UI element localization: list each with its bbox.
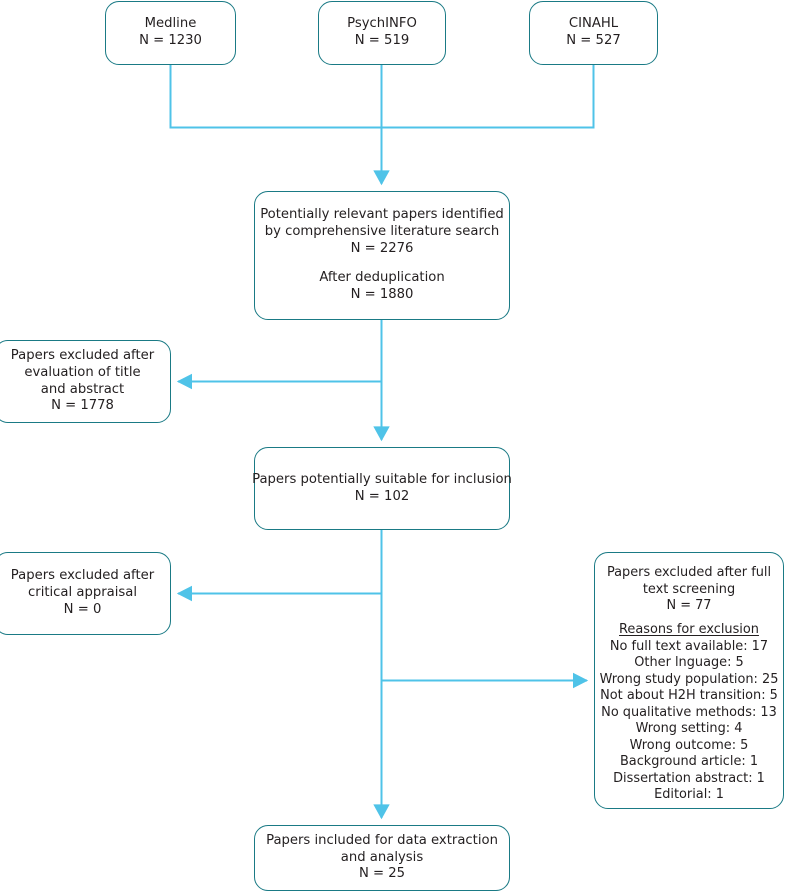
- node-excluded-title-abstract: Papers excluded after evaluation of titl…: [0, 340, 171, 423]
- node-included-papers-line2: and analysis: [340, 849, 424, 865]
- exclusion-reason-item: Background article: 1: [619, 754, 759, 770]
- node-identified-count-dedup: N = 1880: [350, 287, 414, 303]
- node-excluded-title-abstract-line1: Papers excluded after: [10, 347, 155, 363]
- connector-cinahl-to-junction: [381, 65, 595, 129]
- node-psychinfo-count: N = 519: [354, 33, 410, 48]
- node-excluded-critical-appraisal: Papers excluded after critical appraisal…: [0, 552, 171, 635]
- node-identified-papers: Potentially relevant papers identified b…: [254, 191, 510, 320]
- exclusion-reason-item: No qualitative methods: 13: [601, 704, 777, 720]
- node-excluded-full-text-reasons-heading: Reasons for exclusion: [619, 622, 759, 638]
- exclusion-reason-item: Not about H2H transition: 5: [600, 688, 778, 704]
- exclusion-reason-item: Editorial: 1: [654, 787, 724, 803]
- node-medline: Medline N = 1230: [105, 1, 236, 65]
- node-excluded-title-abstract-line2: evaluation of title: [24, 364, 141, 380]
- node-excluded-full-text-count: N = 77: [666, 598, 712, 614]
- exclusion-reason-item: Wrong study population: 25: [599, 671, 779, 687]
- node-excluded-full-text-line2: text screening: [642, 581, 736, 597]
- node-medline-title: Medline: [144, 16, 197, 32]
- node-included-papers: Papers included for data extraction and …: [254, 825, 510, 891]
- node-medline-count: N = 1230: [139, 33, 202, 48]
- node-cinahl: CINAHL N = 527: [529, 1, 658, 65]
- node-excluded-critical-appraisal-count: N = 0: [63, 601, 102, 617]
- node-excluded-critical-appraisal-line2: critical appraisal: [28, 585, 137, 601]
- exclusion-reason-item: No full text available: 17: [609, 638, 769, 654]
- node-excluded-full-text-line1: Papers excluded after full: [606, 565, 772, 580]
- node-identified-line1: Potentially relevant papers identified: [260, 206, 504, 222]
- node-identified-count-total: N = 2276: [350, 240, 414, 256]
- node-excluded-full-text: Papers excluded after full text screenin…: [594, 552, 784, 809]
- node-cinahl-title: CINAHL: [568, 16, 619, 32]
- node-identified-line3: After deduplication: [319, 270, 445, 286]
- node-potentially-suitable-count: N = 102: [354, 488, 410, 504]
- node-psychinfo-title: PsychINFO: [347, 16, 417, 32]
- node-excluded-critical-appraisal-line1: Papers excluded after: [10, 568, 155, 584]
- exclusion-reason-item: Dissertation abstract: 1: [613, 770, 765, 786]
- node-potentially-suitable: Papers potentially suitable for inclusio…: [252, 447, 512, 530]
- connector-medline-to-junction: [169, 65, 381, 129]
- exclusion-reason-item: Other lnguage: 5: [634, 655, 744, 671]
- node-identified-line2: by comprehensive literature search: [264, 223, 500, 239]
- exclusion-reason-item: Wrong setting: 4: [635, 721, 743, 737]
- node-included-papers-line1: Papers included for data extraction: [266, 832, 498, 848]
- node-excluded-title-abstract-count: N = 1778: [51, 398, 114, 414]
- node-cinahl-count: N = 527: [566, 33, 621, 48]
- node-psychinfo: PsychINFO N = 519: [318, 1, 446, 65]
- exclusion-reason-item: Wrong outcome: 5: [629, 737, 749, 753]
- node-included-papers-count: N = 25: [358, 866, 406, 882]
- node-excluded-title-abstract-line3: and abstract: [40, 381, 125, 397]
- node-potentially-suitable-line1: Papers potentially suitable for inclusio…: [252, 471, 512, 487]
